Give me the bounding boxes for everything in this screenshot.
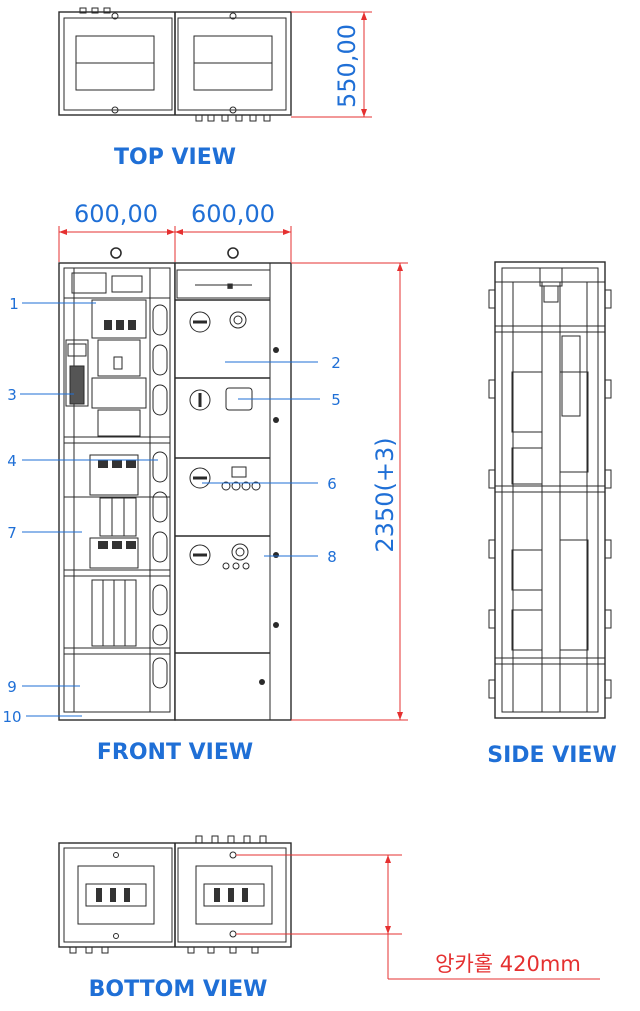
front-width-right-dimension: 600,00 xyxy=(191,200,275,228)
bottom-view-title: BOTTOM VIEW xyxy=(89,977,268,1002)
front-width-left-dimension: 600,00 xyxy=(74,200,158,228)
callout-9: 9 xyxy=(7,678,17,696)
callout-6: 6 xyxy=(327,475,337,493)
front-view: 600,00 600,00 xyxy=(2,200,408,765)
side-view-title: SIDE VIEW xyxy=(487,743,617,768)
svg-text:■: ■ xyxy=(227,282,234,290)
top-depth-dimension: 550,00 xyxy=(333,24,361,108)
front-height-dimension: 2350(+3) xyxy=(371,437,399,552)
bottom-view: 앙카홀 420mm BOTTOM VIEW xyxy=(58,835,600,1002)
callout-10: 10 xyxy=(2,708,21,726)
callout-4: 4 xyxy=(7,452,17,470)
callouts: 1 2 3 4 5 6 7 8 9 10 xyxy=(2,295,340,726)
callout-7: 7 xyxy=(7,524,17,542)
callout-5: 5 xyxy=(331,391,341,409)
side-view: SIDE VIEW xyxy=(487,261,617,768)
callout-2: 2 xyxy=(331,354,341,372)
front-view-title: FRONT VIEW xyxy=(97,740,253,765)
callout-3: 3 xyxy=(7,386,17,404)
anchor-hole-dimension: 앙카홀 420mm xyxy=(435,952,581,976)
callout-8: 8 xyxy=(327,548,337,566)
callout-1: 1 xyxy=(9,295,19,313)
top-view-title: TOP VIEW xyxy=(114,145,236,170)
top-view: 550,00 TOP VIEW xyxy=(58,7,372,170)
